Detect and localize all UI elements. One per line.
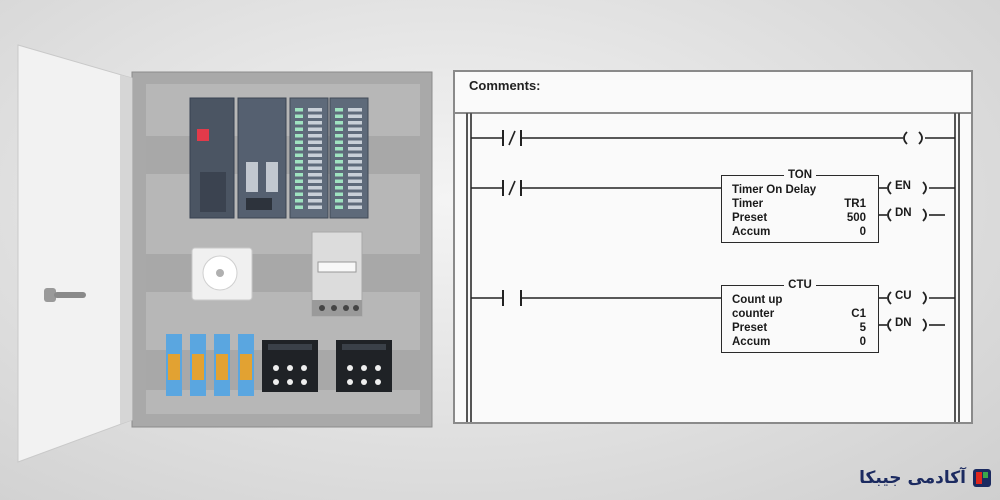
comments-divider <box>455 112 971 114</box>
contactor <box>336 340 392 392</box>
rung-3 <box>471 290 955 332</box>
door-handle-lever <box>54 292 86 298</box>
ton-timer-row: Timer TR1 <box>732 197 866 211</box>
ladder-diagram: Comments: <box>453 70 973 424</box>
ton-timer-value: TR1 <box>844 198 866 210</box>
relay-modules <box>166 334 254 396</box>
electrical-panel-illustration <box>17 44 433 463</box>
ctu-preset-value: 5 <box>859 322 866 334</box>
ton-accum-row: Accum 0 <box>732 225 866 239</box>
brand-logo: آکادمی جیبکا <box>782 462 992 494</box>
ton-timer-block: TON Timer On Delay Timer TR1 Preset 500 … <box>721 169 879 243</box>
logo-text: آکادمی جیبکا <box>859 468 966 488</box>
ton-accum-value: 0 <box>859 226 866 238</box>
relay-coil <box>168 354 180 380</box>
logo-mark-icon <box>973 469 991 487</box>
cpu-card-slot <box>246 198 272 210</box>
ton-preset-label: Preset <box>732 212 768 224</box>
counter-cu-label: CU <box>895 290 912 302</box>
door-handle-icon <box>44 288 56 302</box>
door-edge <box>120 75 132 424</box>
counter-dn-label: DN <box>895 317 912 329</box>
plc-io-modules <box>289 97 369 219</box>
ladder-rungs <box>466 113 960 422</box>
ctu-counter-value: C1 <box>851 308 866 320</box>
nc-contact-icon <box>508 130 516 146</box>
timer-en-label: EN <box>895 180 911 192</box>
ton-timer-label: Timer <box>732 198 764 210</box>
relay-coil <box>240 354 252 380</box>
counter-display <box>317 261 357 273</box>
ctu-preset-label: Preset <box>732 322 768 334</box>
ton-preset-row: Preset 500 <box>732 211 866 225</box>
ctu-counter-block: CTU Count up counter C1 Preset 5 Accum 0 <box>721 279 879 353</box>
rung-2 <box>471 180 955 222</box>
cpu-port <box>266 162 278 192</box>
relay-coil <box>216 354 228 380</box>
ctu-accum-row: Accum 0 <box>732 335 866 349</box>
rung-1 <box>471 130 955 146</box>
ctu-line1: Count up <box>732 294 783 306</box>
ctu-accum-value: 0 <box>859 336 866 348</box>
ton-accum-label: Accum <box>732 226 771 238</box>
timer-dn-label: DN <box>895 207 912 219</box>
ctu-preset-row: Preset 5 <box>732 321 866 335</box>
ton-line1: Timer On Delay <box>732 184 817 196</box>
timer-dial-knob <box>216 269 224 277</box>
ctu-title: CTU <box>784 279 816 291</box>
ton-title: TON <box>783 169 817 181</box>
ctu-counter-label: counter <box>732 308 775 320</box>
cpu-port <box>246 162 258 192</box>
relay-coil <box>192 354 204 380</box>
cabinet-door <box>17 44 133 463</box>
ctu-accum-label: Accum <box>732 336 771 348</box>
power-led-icon <box>197 129 209 141</box>
coil-icon <box>903 131 908 145</box>
ctu-counter-row: counter C1 <box>732 307 866 321</box>
contactor <box>262 340 318 392</box>
din-rail <box>146 254 420 292</box>
comments-label: Comments: <box>469 78 541 93</box>
nc-contact-icon <box>508 180 516 196</box>
power-terminal <box>200 172 226 212</box>
ton-preset-value: 500 <box>846 212 866 224</box>
